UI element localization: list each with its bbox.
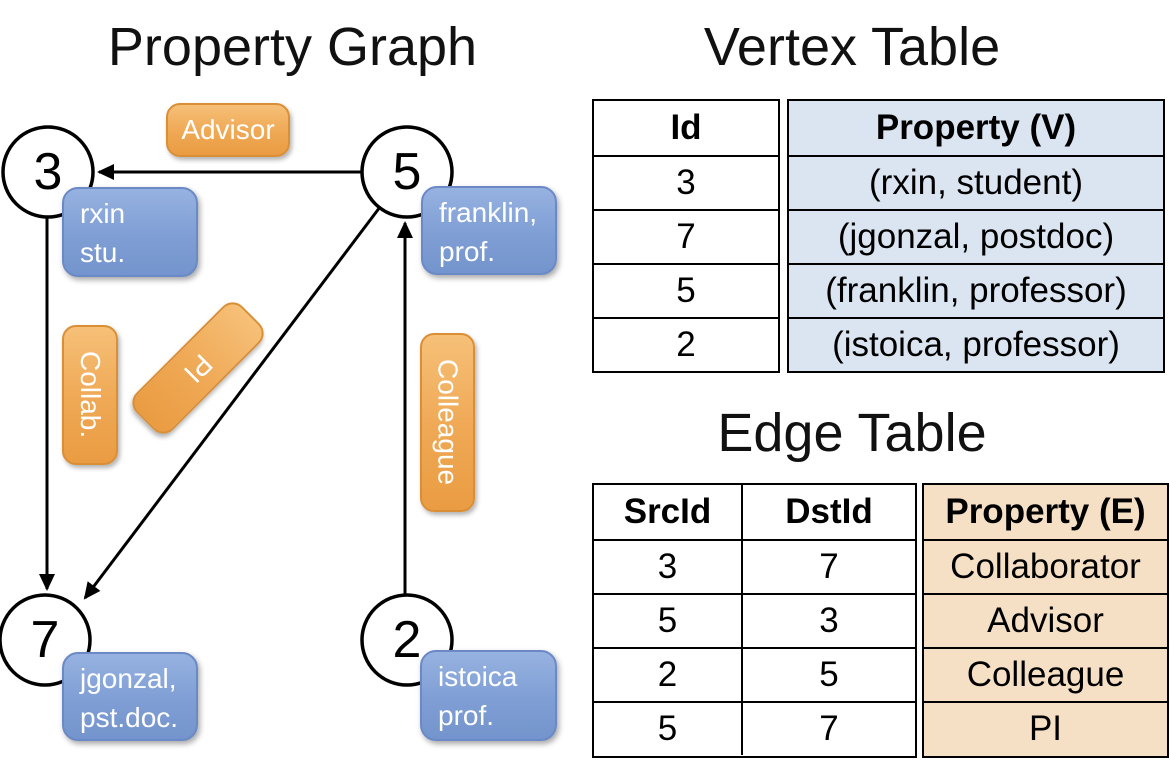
node-7-number: 7 [30, 611, 60, 669]
edge-row-dstid: 3 [741, 593, 915, 647]
edge-row-srcid: 3 [594, 539, 741, 593]
vertex-col-header-id: Id [670, 108, 702, 147]
node-5-property-line1: franklin, [439, 197, 538, 228]
vertex-table-property-column: Property (V) (rxin, student) (jgonzal, p… [787, 99, 1165, 373]
edge-row-srcid: 2 [594, 647, 741, 701]
edge-label-colleague: Colleague [420, 333, 475, 512]
node-7-property-line2: pst.doc. [80, 702, 179, 733]
vertex-row-id: 2 [594, 317, 778, 371]
edge-row-srcid: 5 [594, 593, 741, 647]
node-5-property-line2: prof. [439, 236, 496, 267]
vertex-table-title: Vertex Table [703, 17, 1001, 77]
edge-row-property: Advisor [924, 593, 1167, 647]
property-graph-title: Property Graph [107, 17, 478, 77]
node-5-number: 5 [392, 143, 422, 201]
edge-col-header-srcid: SrcId [623, 492, 712, 531]
edge-table-id-columns: SrcId DstId 3 7 5 3 2 5 5 7 [592, 483, 917, 758]
vertex-row-id: 5 [594, 263, 778, 317]
edge-col-header-property: Property (E) [945, 492, 1146, 531]
edge-row-dstid: 7 [741, 539, 915, 593]
edge-5-to-7-pi [83, 206, 382, 600]
node-7-property-box: jgonzal, pst.doc. [62, 652, 198, 741]
edge-row-srcid: 5 [594, 701, 741, 755]
node-2-number: 2 [392, 611, 422, 669]
vertex-row-property: (franklin, professor) [789, 263, 1163, 317]
edge-row-dstid: 5 [741, 647, 915, 701]
node-5-property-box: franklin, prof. [421, 186, 557, 275]
node-2-property-line2: prof. [438, 700, 495, 731]
node-2-property-line1: istoica [438, 661, 518, 692]
vertex-row-property: (rxin, student) [789, 155, 1163, 209]
edge-table-property-column: Property (E) Collaborator Advisor Collea… [922, 483, 1169, 758]
node-3-number: 3 [33, 143, 63, 201]
node-3-property-box: rxin stu. [62, 187, 198, 277]
node-7-property-line1: jgonzal, [80, 663, 177, 694]
vertex-table-id-column: Id 3 7 5 2 [592, 99, 780, 373]
edge-row-property: Colleague [924, 647, 1167, 701]
vertex-row-property: (istoica, professor) [789, 317, 1163, 371]
vertex-col-header-property: Property (V) [875, 108, 1077, 147]
edge-col-header-dstid: DstId [741, 485, 915, 539]
node-2-property-box: istoica prof. [420, 650, 557, 741]
edge-row-property: Collaborator [924, 539, 1167, 593]
edge-row-dstid: 7 [741, 701, 915, 755]
vertex-row-property: (jgonzal, postdoc) [789, 209, 1163, 263]
edge-label-advisor: Advisor [166, 103, 290, 157]
edge-table-title: Edge Table [717, 403, 987, 463]
node-3-property-line2: stu. [80, 237, 126, 268]
vertex-row-id: 7 [594, 209, 778, 263]
edge-row-property: PI [924, 701, 1167, 755]
node-3-property-line1: rxin [80, 198, 126, 229]
edge-label-collab: Collab. [62, 325, 118, 465]
vertex-row-id: 3 [594, 155, 778, 209]
